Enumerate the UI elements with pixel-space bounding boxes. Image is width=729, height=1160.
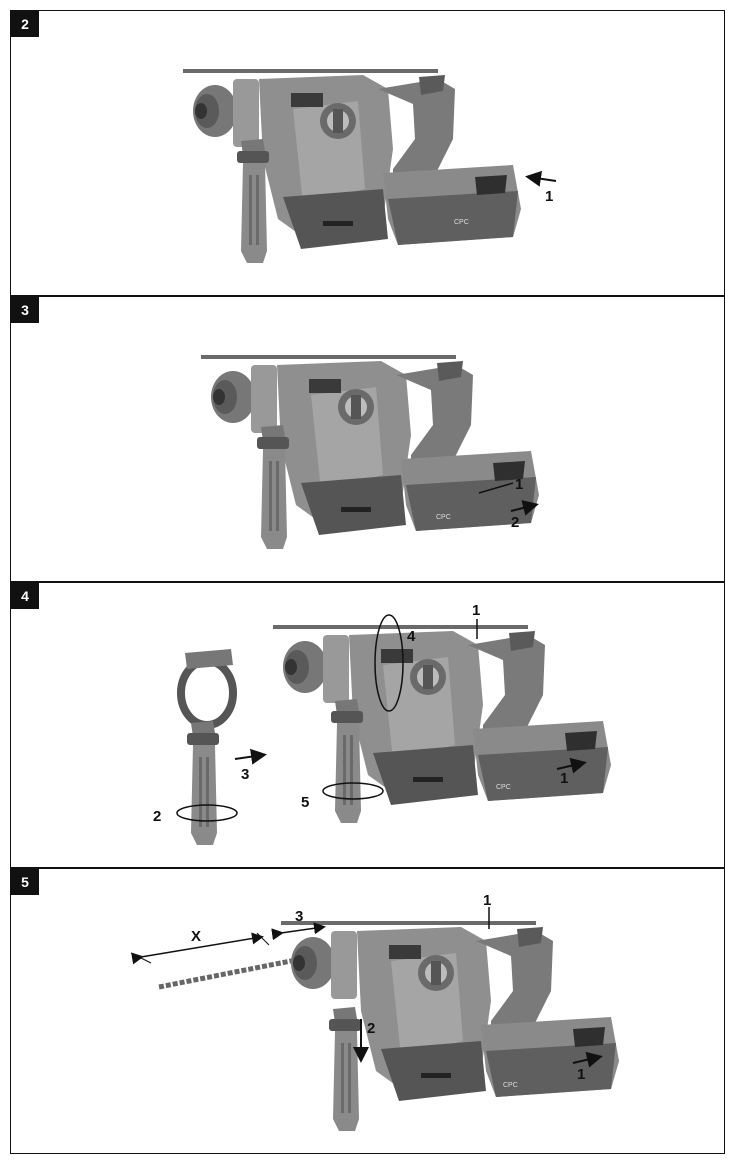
callout-label: 1 <box>560 770 568 787</box>
panel-number: 5 <box>11 869 39 895</box>
drill-illustration-battery-insert: 1 CPC <box>183 69 557 263</box>
panel-number: 2 <box>11 11 39 37</box>
battery-brand-text: CPC <box>496 784 511 791</box>
insert-arrow <box>525 170 557 187</box>
figure-panel-2: 2 1 CPC <box>10 10 725 296</box>
callout-label: 2 <box>153 808 161 825</box>
figure-panel-5: 5 X 3 2 1 1 CPC <box>10 868 725 1154</box>
figure-panel-3: 3 1 2 CPC <box>10 296 725 582</box>
callout-label: 3 <box>295 908 303 925</box>
callout-label: 5 <box>301 794 309 811</box>
figure-panel-4: 4 2 3 4 5 1 1 CPC <box>10 582 725 868</box>
callout-label: 2 <box>511 514 519 531</box>
battery-brand-text: CPC <box>436 514 451 521</box>
battery-brand-text: CPC <box>503 1082 518 1089</box>
drill-illustration-side-handle: 2 3 4 5 1 1 CPC <box>153 602 611 845</box>
callout-label: 1 <box>483 892 491 909</box>
callout-label: 4 <box>407 628 416 645</box>
callout-label: 1 <box>545 188 553 205</box>
callout-label: 1 <box>515 476 523 493</box>
callout-label: X <box>191 928 201 945</box>
remove-arrow <box>510 500 539 516</box>
callout-label: 1 <box>472 602 480 619</box>
callout-line <box>478 482 514 494</box>
callout-label: 2 <box>367 1020 375 1037</box>
panel-number: 4 <box>11 583 39 609</box>
battery-brand-text: CPC <box>454 219 469 226</box>
drill-illustration-battery-remove: 1 2 CPC <box>201 355 539 549</box>
callout-label: 1 <box>577 1066 585 1083</box>
drill-illustration-depth-gauge: X 3 2 1 1 CPC <box>130 892 619 1131</box>
callout-label: 3 <box>241 766 249 783</box>
panel-number: 3 <box>11 297 39 323</box>
